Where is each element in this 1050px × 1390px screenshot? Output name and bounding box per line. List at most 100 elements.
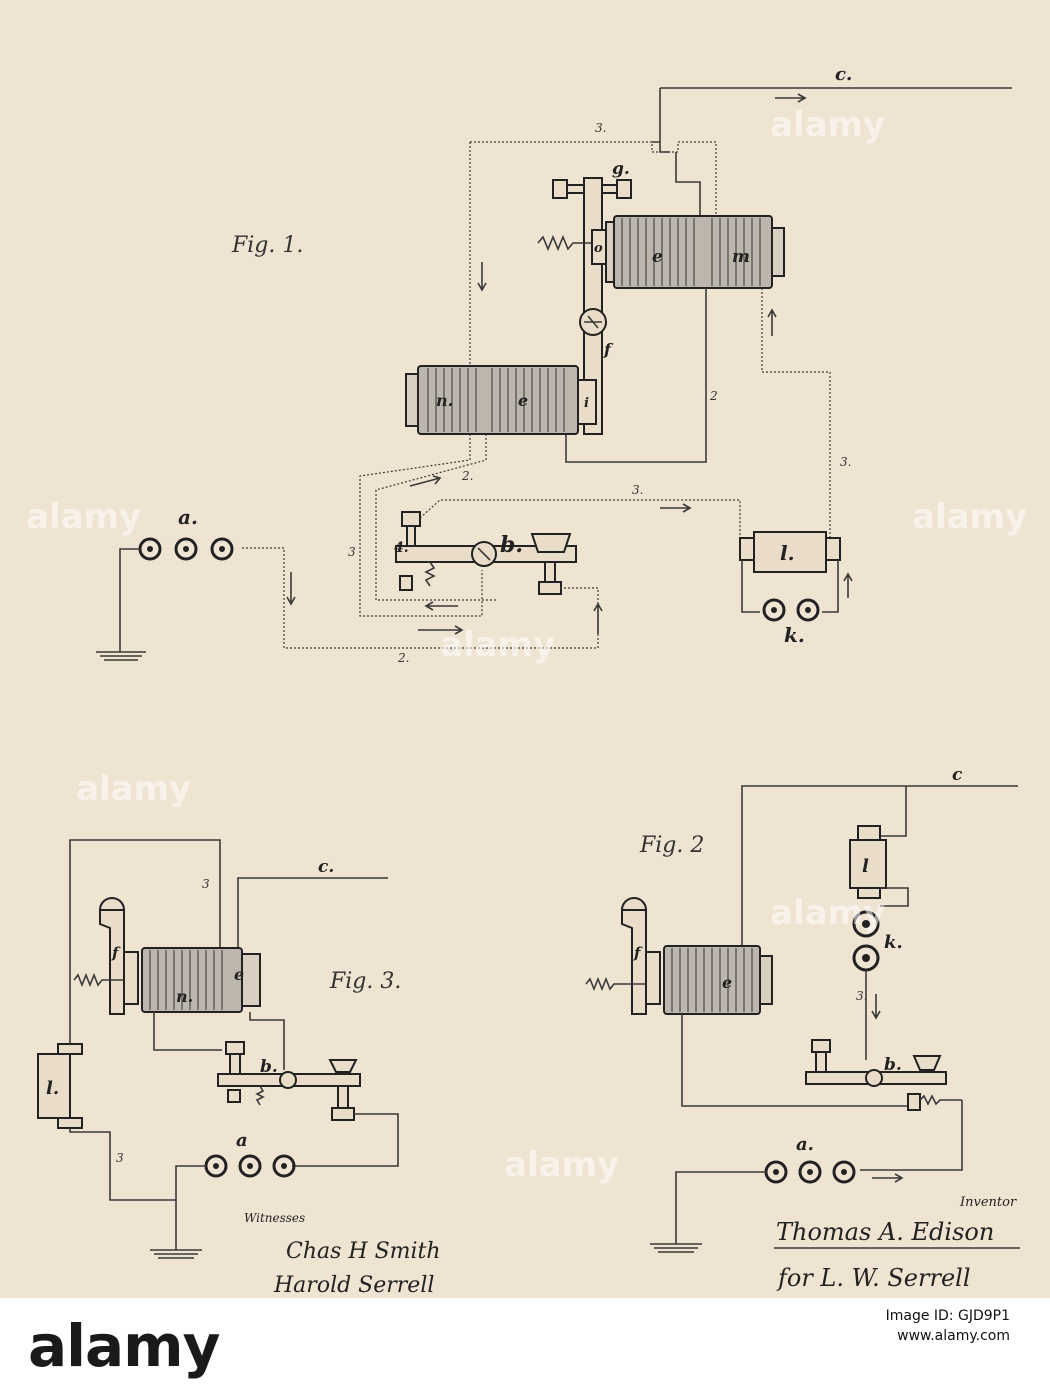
fig2-battery-a [766, 1162, 854, 1182]
arrow-icon [872, 994, 880, 1018]
screw-g-head [553, 180, 567, 198]
ground-icon [96, 652, 146, 660]
fig3-label-a: a [236, 1130, 248, 1151]
fig2-electromagnet [664, 946, 772, 1014]
fig3-battery-a [206, 1156, 294, 1176]
fig2-armature-plate [646, 952, 660, 1004]
fig2-armature-f [622, 910, 646, 1014]
fig3-line-c [238, 878, 388, 950]
wire-3-to-l [420, 500, 740, 540]
fig3-label-e: e [234, 965, 244, 984]
fig3-label-n: n. [176, 987, 193, 1006]
fig2-label-l: l [862, 856, 869, 877]
fig1-title: Fig. 1. [231, 233, 303, 258]
figure-3: Fig. 3. 3 c. f n. e [38, 840, 401, 1258]
fig3-wire-3b: 3 [116, 1151, 124, 1165]
fig2-ground-wire [676, 1172, 766, 1244]
fig1-label-a: a. [178, 505, 198, 529]
fig2-label-k: k. [884, 932, 903, 953]
fig2-label-b: b. [884, 1055, 902, 1075]
fig1-wire-2b: 2. [461, 469, 473, 483]
local-battery-k [764, 600, 818, 620]
telegraph-key-b [396, 512, 576, 594]
fig3-title: Fig. 3. [329, 969, 401, 994]
figure-1: Fig. 1. c. 3. g. f o [96, 64, 1012, 665]
ground-wire [120, 549, 140, 652]
fig2-wire-key [682, 1014, 912, 1106]
fig2-key-b [806, 1040, 962, 1110]
fig2-label-e: e [722, 973, 732, 992]
fig3-wire-top [70, 840, 220, 1044]
lower-electromagnet [406, 366, 596, 434]
arrow-icon [872, 1174, 902, 1182]
ground-icon [150, 1250, 202, 1258]
fig1-wire-3c: 3 [348, 545, 356, 559]
arrow-icon [410, 476, 440, 486]
wire-2-top [676, 152, 700, 218]
watermark-logo: alamy [504, 1145, 619, 1185]
fig1-label-f: f [603, 340, 614, 359]
main-battery-a [140, 539, 232, 559]
patent-sheet: Fig. 1. c. 3. g. f o [0, 0, 1050, 1298]
watermarks: alamy alamy alamy alamy alamy alamy alam… [26, 105, 1027, 1185]
fig3-wire-battery [292, 1114, 398, 1166]
fig2-label-c: c [952, 765, 963, 785]
fig3-label-b: b. [260, 1057, 278, 1077]
fig1-label-l: l. [780, 541, 795, 565]
fig2-title: Fig. 2 [639, 833, 704, 858]
fig3-relay-l [38, 1044, 82, 1128]
fig1-label-4: 4. [394, 540, 409, 556]
fig3-wire-key [154, 1012, 222, 1050]
witnesses-heading: Witnesses [244, 1211, 305, 1225]
fig3-key-b [218, 1042, 360, 1120]
witness-1: Chas H Smith [286, 1239, 441, 1264]
fig1-label-n: n. [436, 391, 453, 410]
fig1-wire-2a: 2 [709, 389, 718, 403]
fig1-label-i: i [584, 396, 589, 411]
arrow-icon [775, 94, 805, 102]
fig1-wire-3a: 3. [595, 121, 606, 135]
image-id-value: GJD9P1 [958, 1308, 1010, 1324]
fig1-wire-2c: 2. [397, 651, 409, 665]
fig1-label-g: g. [612, 159, 630, 179]
fig1-wire-3d: 3. [632, 483, 643, 497]
ground-icon [650, 1244, 702, 1252]
arrow-icon [478, 262, 486, 290]
fig1-label-c: c. [835, 64, 852, 85]
stock-image-info: Image ID: GJD9P1 www.alamy.com [886, 1306, 1010, 1346]
fig3-wire-3a: 3 [202, 877, 210, 891]
line-c-drop [652, 88, 670, 152]
fig1-label-m: m [732, 247, 750, 267]
stock-logo: alamy [28, 1312, 219, 1380]
fig3-armature-f [100, 910, 124, 1014]
witness-2: Harold Serrell [273, 1273, 434, 1298]
fig1-wire-3b: 3. [840, 455, 851, 469]
fig1-label-b: b. [500, 532, 523, 558]
fig3-label-c: c. [318, 857, 334, 877]
watermark-logo: alamy [770, 105, 885, 145]
arrow-icon [426, 602, 458, 610]
upper-electromagnet [606, 216, 784, 288]
arrow-icon [844, 574, 852, 598]
arrow-icon [594, 604, 602, 634]
fig3-ground-wire [176, 1166, 206, 1250]
wire-2-loop [376, 434, 496, 600]
fig1-label-k: k. [784, 623, 805, 647]
fig1-label-e: e [652, 247, 663, 267]
watermark-logo: alamy [76, 769, 191, 809]
fig2-wire-l [878, 786, 906, 836]
stock-url[interactable]: www.alamy.com [886, 1326, 1010, 1346]
fig2-label-a: a. [796, 1134, 814, 1155]
fig3-label-l: l. [46, 1078, 59, 1099]
stock-footer-bar: alamy Image ID: GJD9P1 www.alamy.com [0, 1298, 1050, 1390]
signatures: Witnesses Chas H Smith Harold Serrell In… [244, 1195, 1020, 1298]
arrow-icon [660, 504, 690, 512]
screw-g-nut [617, 180, 631, 198]
fig1-label-o: o [594, 241, 603, 256]
patent-drawing: Fig. 1. c. 3. g. f o [0, 0, 1050, 1298]
arrow-icon [287, 572, 295, 604]
watermark-logo: alamy [440, 625, 555, 665]
image-id-label: Image ID: [886, 1308, 954, 1324]
inventor-name: Thomas A. Edison [776, 1218, 994, 1246]
attorney-name: for L. W. Serrell [776, 1264, 971, 1292]
